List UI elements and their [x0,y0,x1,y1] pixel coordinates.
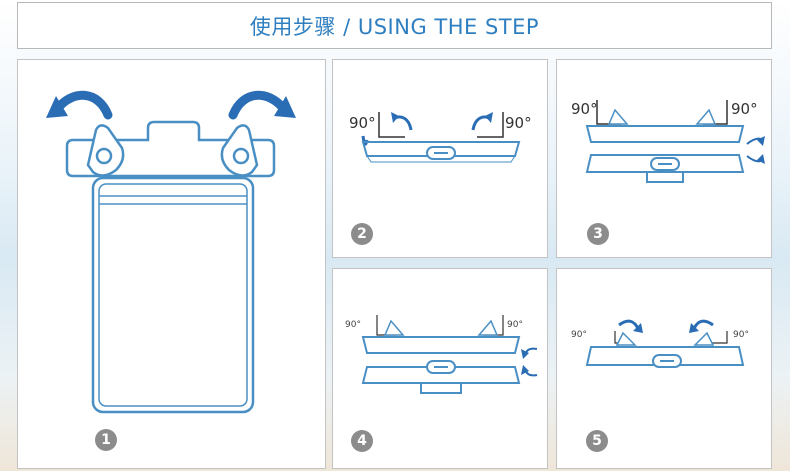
title-banner: 使用步骤 / USING THE STEP [17,2,772,49]
step-number-badge: 5 [586,430,608,452]
waterproof-pouch-open-clips-icon [46,90,296,414]
step-3-panel: 90° 90° 3 [556,59,772,258]
angle-label-right: 90° [731,100,758,118]
seal-pouch-layers-icon [361,315,538,394]
angle-label-right: 90° [507,320,523,330]
page-title: 使用步骤 / USING THE STEP [249,14,540,39]
angle-label-right: 90° [733,330,749,340]
angle-label-left: 90° [571,100,598,118]
step-4-angle-labels: 90° 90° [345,320,523,330]
angle-label-left: 90° [345,320,361,330]
step-number-badge: 1 [95,429,117,451]
step-1-panel: 1 [17,59,326,469]
step-number-badge: 4 [351,430,373,452]
step-5-panel: 90° 90° 5 [556,268,772,469]
step-4-panel: 90° 90° 4 [332,268,548,469]
angle-label-left: 90° [349,114,376,132]
angle-label-right: 90° [505,114,532,132]
step-number-badge: 2 [351,223,373,245]
close-clips-icon [585,319,745,368]
step-5-angle-labels: 90° 90° [571,330,749,340]
angle-label-left: 90° [571,330,587,340]
clips-opened-90-degree-icon [361,112,521,163]
step-3-angle-labels: 90° 90° [571,100,758,118]
step-2-angle-labels: 90° 90° [349,114,532,132]
step-number-badge: 3 [587,223,609,245]
insert-phone-into-pouch-icon [585,100,765,183]
step-2-panel: 90° 90° 2 [332,59,548,258]
